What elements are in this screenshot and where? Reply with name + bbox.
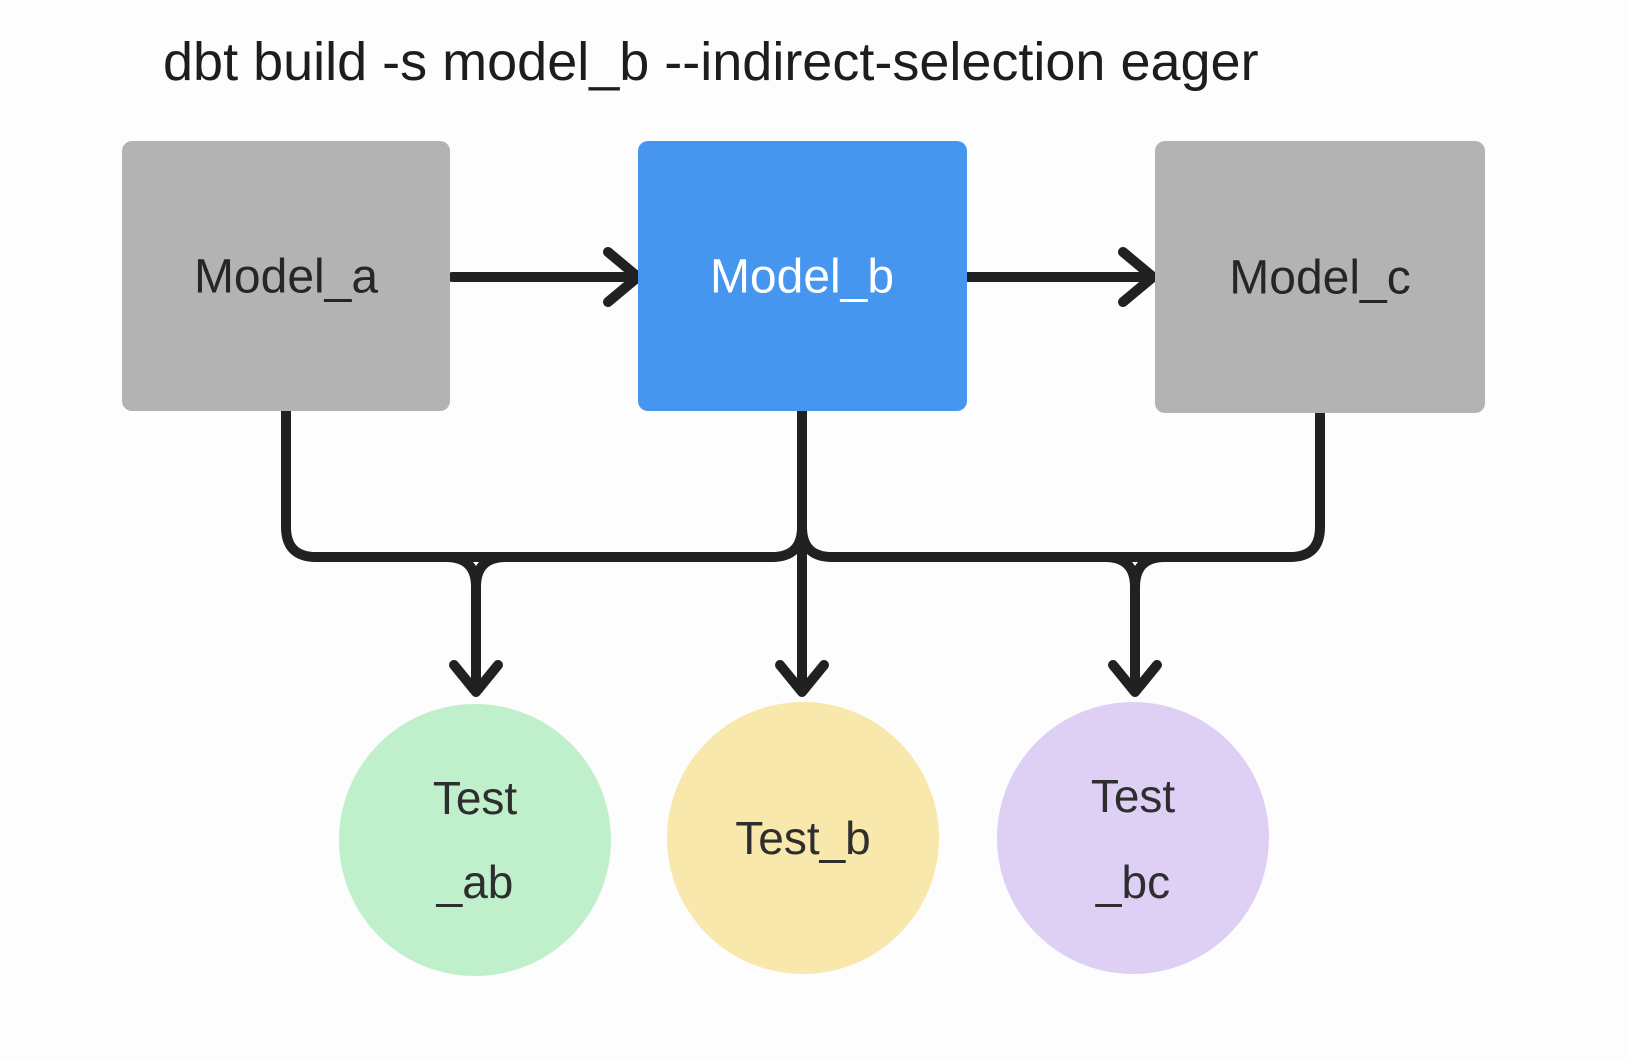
test-ab-circle <box>339 704 611 976</box>
edge-model-b-to-model-c <box>962 247 1158 307</box>
edge-branch-to-test-ab <box>441 552 511 697</box>
command-title: dbt build -s model_b --indirect-selectio… <box>163 32 1259 92</box>
node-model-b: Model_b <box>638 141 967 411</box>
node-test-b: Test_b <box>667 702 939 974</box>
test-b-label: Test_b <box>735 812 871 864</box>
test-bc-circle <box>997 702 1269 974</box>
test-bc-label-line2: _bc <box>1095 856 1170 908</box>
model-c-box <box>1155 141 1485 413</box>
model-b-label: Model_b <box>710 251 894 304</box>
model-nodes: Model_a Model_b Model_c <box>122 141 1485 413</box>
down-arrowhead-icon <box>449 660 503 697</box>
node-model-a: Model_a <box>122 141 450 411</box>
edge-model-b-to-test-b <box>775 404 829 697</box>
model-b-box <box>638 141 967 411</box>
node-test-ab: Test _ab <box>339 704 611 976</box>
test-ab-label-line2: _ab <box>436 856 514 908</box>
test-ab-label-line1: Test <box>433 772 518 824</box>
edge-branch-to-test-bc <box>1100 552 1170 697</box>
node-model-c: Model_c <box>1155 141 1485 413</box>
test-b-circle <box>667 702 939 974</box>
test-bc-label-line1: Test <box>1091 770 1176 822</box>
model-c-label: Model_c <box>1229 252 1410 305</box>
right-arrowhead-icon <box>1118 247 1158 307</box>
model-a-label: Model_a <box>194 251 378 304</box>
edge-layer <box>281 247 1325 697</box>
down-arrowhead-icon <box>775 660 829 697</box>
node-test-bc: Test _bc <box>997 702 1269 974</box>
down-arrowhead-icon <box>1108 660 1162 697</box>
model-a-box <box>122 141 450 411</box>
test-nodes: Test _ab Test_b Test _bc <box>339 702 1269 976</box>
